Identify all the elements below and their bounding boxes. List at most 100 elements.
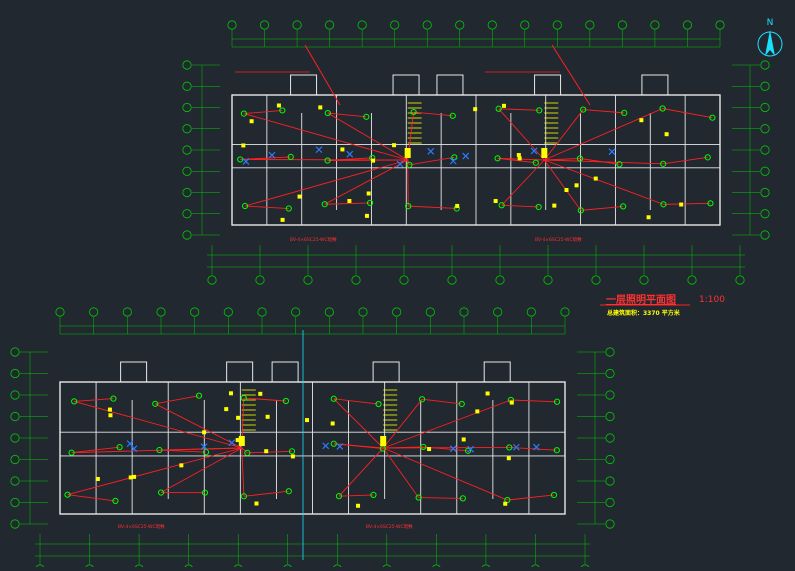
upper-grid-bubble-top: [683, 21, 691, 29]
upper-grid-bubble-right: [761, 125, 769, 133]
lower-circuit-line: [159, 448, 241, 450]
upper-grid-bubble-left: [183, 82, 191, 90]
lower-grid-bubble-top: [258, 308, 266, 316]
lower-switch: [503, 502, 507, 506]
lower-switch: [258, 392, 262, 396]
upper-switch: [371, 159, 375, 163]
total-area-note: 总建筑面积：3370 平方米: [607, 308, 680, 317]
lower-switch: [462, 437, 466, 441]
lower-circuit-line: [74, 401, 242, 448]
upper-circuit-line: [244, 114, 408, 160]
north-arrow-icon: N: [758, 18, 782, 56]
lower-switch: [266, 415, 270, 419]
lower-grid-bubble-right: [606, 498, 614, 506]
lower-circuit-line: [334, 399, 383, 448]
lower-grid-bubble-right: [606, 477, 614, 485]
lower-stair-bump: [373, 362, 399, 382]
lower-distribution-panel: [239, 436, 245, 446]
upper-circuit-line: [583, 110, 624, 113]
upper-circuit-line: [544, 160, 663, 164]
upper-circuit-line: [663, 109, 713, 118]
circuit-note-upper-right: BV-4×6SC25-WC暗敷: [535, 237, 582, 243]
upper-grid-bubble-top: [521, 21, 529, 29]
circuit-note-upper-left: BV-4×6SC25-WC暗敷: [290, 237, 337, 243]
upper-grid-bubble-top: [325, 21, 333, 29]
upper-switch: [298, 195, 302, 199]
lower-switch: [96, 477, 100, 481]
upper-switch: [340, 147, 344, 151]
lower-switch: [179, 463, 183, 467]
upper-grid-bubble-bottom: [592, 276, 600, 284]
upper-switch: [639, 118, 643, 122]
upper-grid-bubble-right: [761, 146, 769, 154]
upper-grid-bubble-right: [761, 167, 769, 175]
upper-switch: [241, 143, 245, 147]
upper-circuit-line: [328, 113, 408, 160]
upper-switch: [502, 104, 506, 108]
upper-switch: [250, 119, 254, 123]
lower-grid-bubble-right: [606, 348, 614, 356]
lower-grid-bubble-left: [11, 498, 19, 506]
upper-grid-bubble-left: [183, 188, 191, 196]
lower-grid-bubble-top: [359, 308, 367, 316]
lower-switch: [305, 418, 309, 422]
lower-switch: [427, 447, 431, 451]
lower-switch: [108, 413, 112, 417]
upper-switch: [494, 199, 498, 203]
upper-building: [192, 30, 760, 275]
upper-grid-bubble-top: [390, 21, 398, 29]
upper-switch: [281, 218, 285, 222]
lower-distribution-panel: [380, 436, 386, 446]
upper-grid-bubble-bottom: [304, 276, 312, 284]
lower-switch: [224, 407, 228, 411]
upper-switch: [518, 156, 522, 160]
upper-grid-bubble-top: [228, 21, 236, 29]
upper-circuit-line: [409, 157, 454, 165]
upper-grid-bubble-bottom: [448, 276, 456, 284]
upper-circuit-line: [245, 160, 408, 206]
lower-circuit-line: [74, 399, 113, 402]
drawing-scale: 1:100: [699, 295, 725, 305]
upper-circuit-line: [499, 109, 545, 160]
lower-switch: [331, 421, 335, 425]
lower-circuit-line: [419, 498, 463, 499]
lower-grid-bubble-left: [11, 455, 19, 463]
upper-switch: [564, 188, 568, 192]
lower-grid-bubble-left: [11, 391, 19, 399]
circuit-note-lower-left: BV-4×6SC25-WC暗敷: [118, 524, 165, 530]
lower-grid-bubble-right: [606, 412, 614, 420]
upper-grid-bubble-left: [183, 231, 191, 239]
lower-grid-bubble-top: [123, 308, 131, 316]
upper-grid-bubble-right: [761, 82, 769, 90]
upper-grid-bubble-top: [358, 21, 366, 29]
upper-grid-bubble-bottom: [352, 276, 360, 284]
lower-grid-bubble-right: [606, 369, 614, 377]
upper-switch: [594, 177, 598, 181]
upper-grid-bubble-top: [260, 21, 268, 29]
upper-grid-bubble-left: [183, 210, 191, 218]
upper-grid-bubble-bottom: [496, 276, 504, 284]
upper-switch: [347, 199, 351, 203]
lower-grid-bubble-top: [325, 308, 333, 316]
lower-grid-bubble-left: [11, 369, 19, 377]
lower-building: [20, 317, 605, 564]
upper-grid-bubble-left: [183, 167, 191, 175]
lower-switch: [486, 391, 490, 395]
lower-circuit-line: [247, 451, 292, 453]
upper-grid-bubble-top: [618, 21, 626, 29]
lower-grid-bubble-top: [527, 308, 535, 316]
lower-grid-bubble-right: [606, 520, 614, 528]
upper-switch: [277, 103, 281, 107]
upper-grid-bubble-bottom: [400, 276, 408, 284]
upper-circuit-line: [244, 110, 282, 113]
upper-distribution-panel: [405, 148, 411, 158]
lower-circuit-line: [242, 448, 244, 496]
upper-circuit-line: [502, 205, 539, 207]
lower-stair-bump: [121, 362, 147, 382]
upper-grid-bubble-bottom: [736, 276, 744, 284]
upper-switch: [647, 215, 651, 219]
upper-circuit-line: [502, 160, 545, 205]
lower-circuit-line: [244, 398, 286, 401]
drawing-title: 一层照明平面图: [606, 291, 676, 306]
